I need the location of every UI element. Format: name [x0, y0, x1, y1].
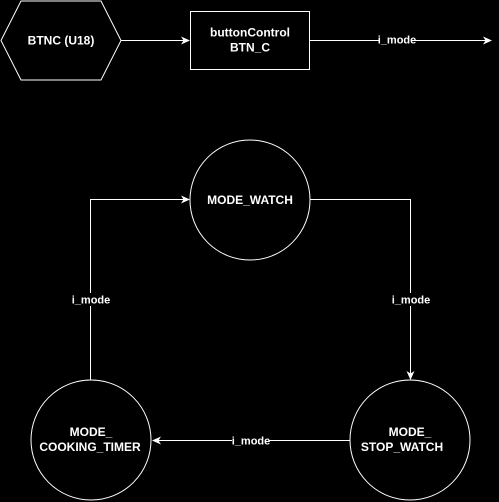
- button-control-box: [190, 11, 310, 70]
- edge-label-bg-cooking-to-watch: [72, 293, 109, 306]
- edge-label-cooking-to-watch: i_mode: [72, 295, 111, 307]
- mode-stop-watch-state: [349, 379, 471, 501]
- edge-label-stopwatch-to-cooking: i_mode: [232, 436, 271, 448]
- edge-label-bg-watch-to-stopwatch: [392, 293, 429, 306]
- edge-watch-to-stopwatch: [310, 199, 415, 380]
- edge-label-bg-control-output: [379, 33, 415, 46]
- mode-cooking-timer-label-line2: COOKING_TIMER: [39, 440, 141, 454]
- edge-label-watch-to-stopwatch: i_mode: [392, 295, 431, 307]
- mode-watch-state: [189, 139, 311, 261]
- edge-label-control-output: i_mode: [378, 35, 417, 47]
- button-control-label-line2: BTN_C: [230, 41, 270, 55]
- btnc-hexagon: [0, 0, 122, 81]
- mode-stop-watch-label-line1: MODE_: [389, 425, 432, 439]
- mode-stop-watch-label-line2: STOP_WATCH: [361, 440, 443, 454]
- edge-cooking-to-watch: [90, 195, 190, 380]
- button-control-label-line1: buttonControl: [210, 26, 290, 40]
- mode-cooking-timer-state: [30, 379, 152, 501]
- btnc-label: BTNC (U18): [28, 34, 95, 48]
- edge-label-bg-stopwatch-to-cooking: [232, 434, 269, 447]
- mode-watch-label: MODE_WATCH: [207, 193, 293, 207]
- mode-cooking-timer-label-line1: MODE_: [70, 425, 113, 439]
